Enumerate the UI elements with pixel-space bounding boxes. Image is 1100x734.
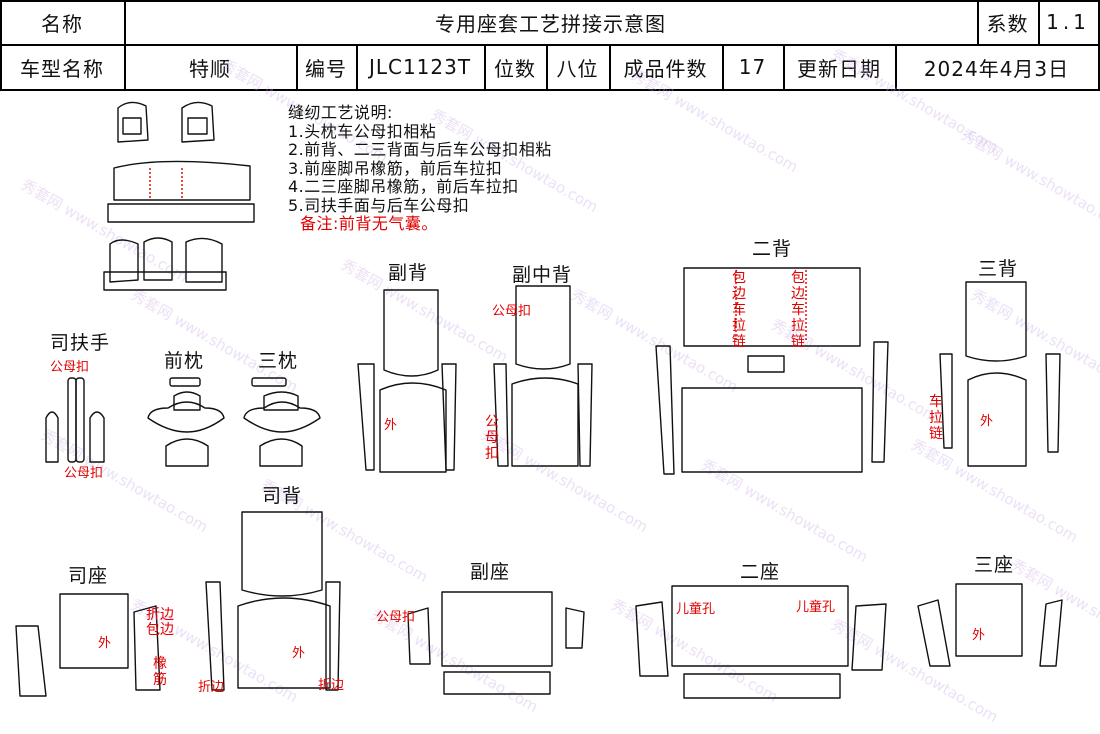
label-third-seat: 三座 [974,554,1015,576]
passenger-back-pieces [357,289,457,473]
annotation-outer: 外 [292,646,306,661]
overview-seat-illustration [103,101,255,291]
annotation-fold-wrap: 折边包边 [146,607,174,638]
annotation-outer: 外 [98,636,112,651]
label-passenger-back: 副背 [388,262,429,284]
coef-value: 1.1 [1046,10,1090,34]
name-label: 名称 [41,11,83,36]
second-back-pieces [655,267,889,475]
seats-label: 位数 [494,56,536,81]
notes-item: 2.前背、二三背面与后车公母扣相粘 [288,140,552,159]
label-driver-armrest: 司扶手 [50,332,111,354]
label-second-seat: 二座 [740,561,781,583]
notes-item: 3.前座脚吊橡筋，前后车拉扣 [288,158,503,178]
annotation-snap: 公母扣 [50,360,90,375]
annotation-zipper: 车拉链 [929,394,943,442]
coef-label: 系数 [986,11,1029,36]
annotation-snap: 公母扣 [64,466,104,481]
annotation-outer: 外 [384,418,398,433]
annotation-outer: 外 [972,628,986,643]
notes-item: 1.头枕车公母扣相粘 [288,121,437,141]
label-third-headrest: 三枕 [258,350,299,372]
notes-item: 4.二三座脚吊橡筋，前后车拉扣 [288,177,519,196]
notes-remark: 备注:前背无气囊。 [300,214,438,233]
driver-seat-pieces [15,593,161,697]
annotation-wrap-zipper: 包边车拉链 [791,270,805,350]
label-driver-seat: 司座 [68,565,109,587]
annotation-child-hole: 儿童孔 [796,600,836,615]
annotation-wrap-zipper: 包边车拉链 [732,270,746,350]
model-value: 特顺 [189,56,231,81]
model-label: 车型名称 [20,56,104,81]
annotation-child-hole: 儿童孔 [676,602,716,617]
date-value: 2024年4月3日 [923,56,1070,81]
date-label: 更新日期 [797,56,881,81]
annotation-fold: 折边 [198,680,225,695]
third-back-pieces [939,281,1061,467]
label-passenger-mid-back: 副中背 [512,264,573,286]
label-front-headrest: 前枕 [164,350,205,372]
annotation-snap-vertical: 公母扣 [485,414,499,462]
annotation-rubber: 橡筋 [153,656,167,688]
annotation-snap: 公母扣 [376,610,416,625]
passenger-seat-pieces [407,591,585,695]
notes-title: 缝纫工艺说明: [288,103,393,122]
label-second-back: 二背 [752,238,793,260]
label-driver-back: 司背 [262,485,303,507]
third-headrest-pieces [243,377,321,467]
third-seat-pieces [917,583,1063,667]
driver-back-pieces [205,511,341,691]
code-label: 编号 [305,56,347,81]
passenger-mid-back-pieces [493,285,593,467]
annotation-fold: 折边 [318,678,345,693]
label-passenger-seat: 副座 [470,561,511,583]
page-title: 专用座套工艺拼接示意图 [435,11,666,36]
code-value: JLC1123T [368,55,472,79]
seats-value: 八位 [556,56,599,81]
annotation-snap: 公母扣 [492,304,532,319]
sewing-notes: 缝纫工艺说明: 1.头枕车公母扣相粘 2.前背、二三背面与后车公母扣相粘 3.前… [288,103,552,234]
pieces-value: 17 [738,55,767,79]
front-headrest-pieces [147,377,225,467]
notes-item: 5.司扶手面与后车公母扣 [288,195,470,215]
driver-armrest-pieces [45,377,105,463]
second-seat-pieces [635,585,887,699]
annotation-outer: 外 [980,414,994,429]
label-third-back: 三背 [978,258,1019,280]
pieces-label: 成品件数 [623,56,708,81]
header-table: 名称 专用座套工艺拼接示意图 系数 1.1 车型名称 特顺 编号 JLC1123… [0,0,1100,91]
